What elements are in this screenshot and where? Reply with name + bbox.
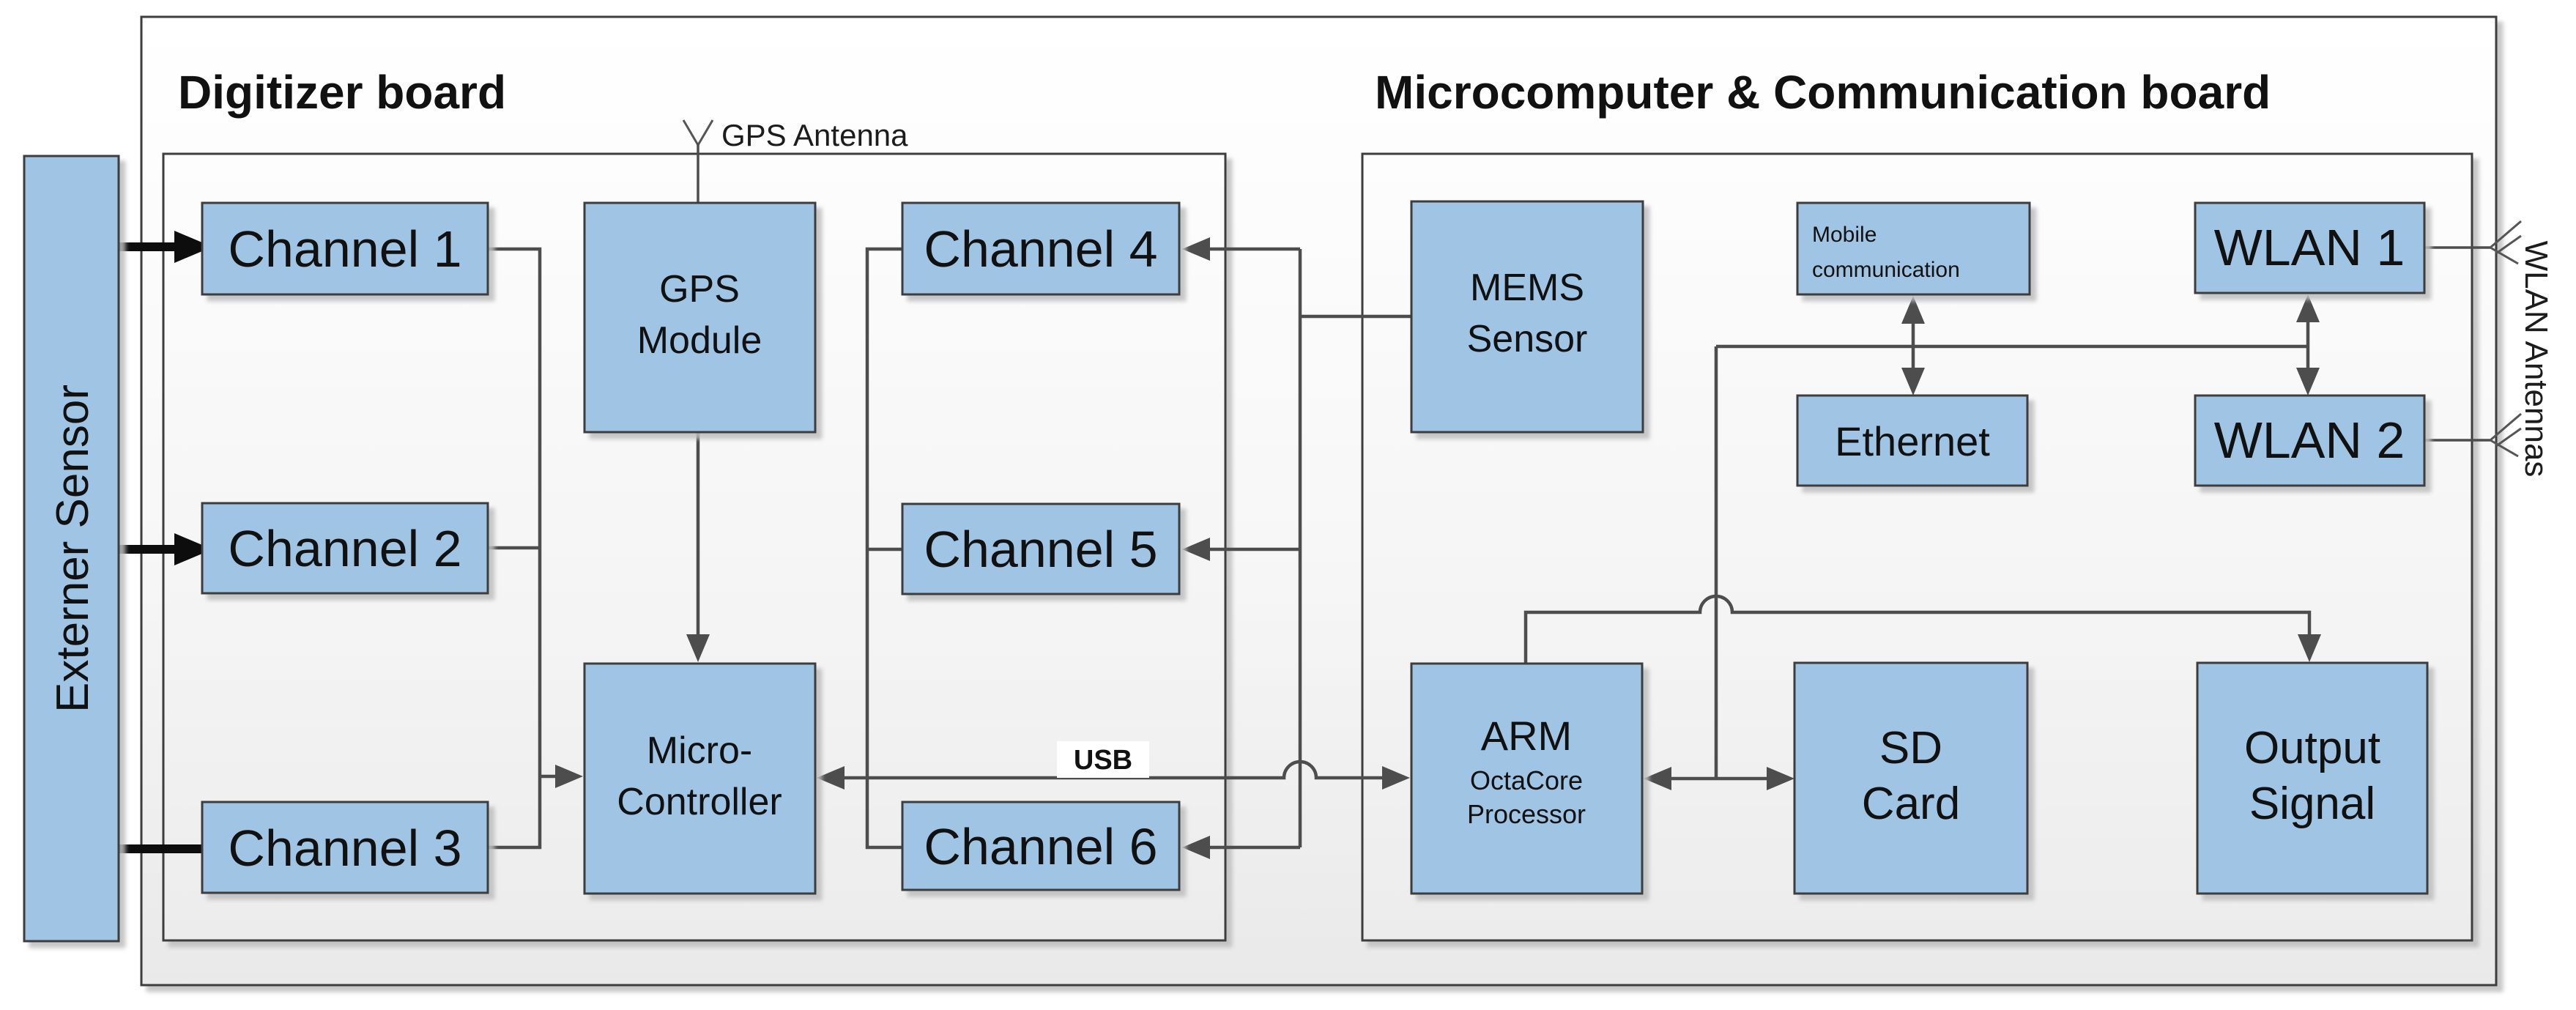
node-mobile-communication (1796, 201, 2031, 296)
sd-card-line2: Card (1862, 779, 1960, 829)
node-mems-sensor (1410, 200, 1644, 434)
channel3-label: Channel 3 (228, 820, 461, 877)
wlan-antenna-2-icon (2490, 412, 2522, 458)
gps-module-line2: Module (637, 319, 762, 362)
arm-line1: OctaCore (1470, 765, 1583, 795)
mobile-communication-line1: Mobile (1812, 223, 1877, 247)
channel5-label: Channel 5 (924, 521, 1157, 578)
ethernet-label: Ethernet (1835, 418, 1990, 464)
node-channel5 (901, 502, 1181, 595)
sd-card-line1: SD (1879, 723, 1942, 773)
channel2-label: Channel 2 (228, 520, 461, 577)
node-output-signal (2196, 661, 2429, 895)
arm-line2: Processor (1467, 799, 1586, 829)
digitizer-board-title: Digitizer board (178, 66, 506, 119)
node-arm (1410, 662, 1644, 895)
channel1-label: Channel 1 (228, 220, 461, 278)
node-gps-module (583, 201, 817, 434)
channel6-label: Channel 6 (924, 818, 1157, 875)
wlan2-label: WLAN 2 (2214, 412, 2405, 469)
arm-title: ARM (1481, 713, 1572, 759)
node-group: Externer Sensor Channel 1 Channel 2 Chan… (23, 155, 2429, 943)
node-channel3 (201, 801, 489, 894)
usb-label: USB (1074, 745, 1132, 776)
node-channel1 (201, 201, 489, 296)
wire-channels456-bus (865, 247, 902, 850)
output-signal-line1: Output (2244, 723, 2380, 773)
wire-arm-to-output (1523, 594, 2321, 664)
mems-sensor-line1: MEMS (1470, 267, 1584, 309)
wlan-antenna-1-icon (2490, 220, 2522, 265)
mobile-communication-line2: communication (1812, 258, 1960, 282)
external-sensor-label: Externer Sensor (48, 385, 98, 713)
wlan-antennas-label: WLAN Antennas (2518, 241, 2554, 478)
wire-channels123-bus (488, 247, 542, 850)
mems-sensor-line2: Sensor (1467, 318, 1588, 360)
node-wlan1 (2194, 201, 2426, 294)
channel4-label: Channel 4 (924, 220, 1157, 278)
node-external-sensor (23, 155, 120, 943)
node-micro-controller (583, 662, 817, 895)
micro-controller-line1: Micro- (647, 729, 752, 772)
microcomputer-board-title: Microcomputer & Communication board (1375, 66, 2271, 119)
node-channel2 (201, 502, 489, 595)
node-ethernet (1796, 394, 2029, 487)
node-sd-card (1793, 661, 2029, 895)
wlan1-label: WLAN 1 (2214, 219, 2405, 276)
node-channel6 (901, 801, 1181, 891)
wire-group (119, 119, 1411, 865)
node-wlan2 (2194, 394, 2426, 487)
output-signal-line2: Signal (2249, 779, 2375, 829)
gps-antenna-label: GPS Antenna (721, 118, 908, 152)
wire-group-2 (1523, 220, 2522, 790)
usb-label-bg (1057, 741, 1149, 778)
gps-module-line1: GPS (659, 268, 740, 311)
micro-controller-line2: Controller (617, 781, 782, 823)
node-channel4 (901, 201, 1181, 296)
gps-antenna-icon (682, 119, 714, 146)
